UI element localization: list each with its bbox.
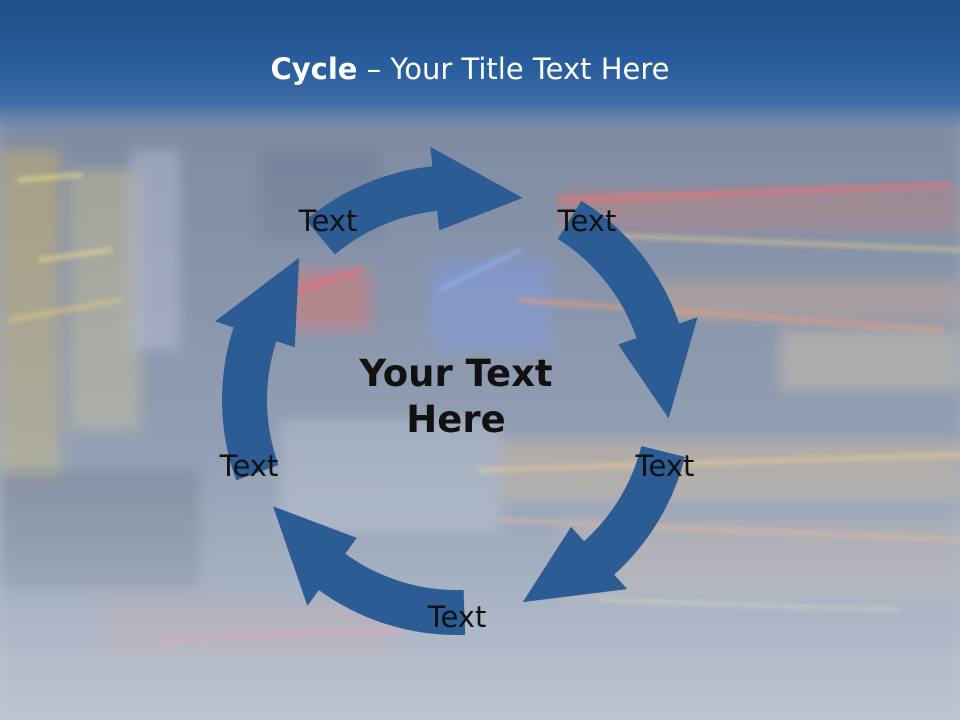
cycle-arrow-2 [557,200,698,419]
cycle-node-label-4: Text [427,600,487,634]
cycle-arrow-1 [305,146,523,255]
title-bold: Cycle [270,52,358,86]
cycle-node-label-5: Text [219,449,279,483]
center-text: Your Text Here [306,351,606,444]
center-text-line-2: Here [406,398,506,441]
cycle-arrow-5 [215,257,300,481]
cycle-node-label-1: Text [298,204,358,238]
cycle-arrow-4 [273,506,466,636]
title-rest: – Your Title Text Here [357,52,670,86]
cycle-node-label-3: Text [635,449,695,483]
title-bar: Cycle – Your Title Text Here [0,0,960,130]
center-text-line-1: Your Text [359,351,553,395]
cycle-node-label-2: Text [557,204,617,238]
cycle-arrow-3 [522,446,685,603]
slide-title: Cycle – Your Title Text Here [0,52,940,86]
